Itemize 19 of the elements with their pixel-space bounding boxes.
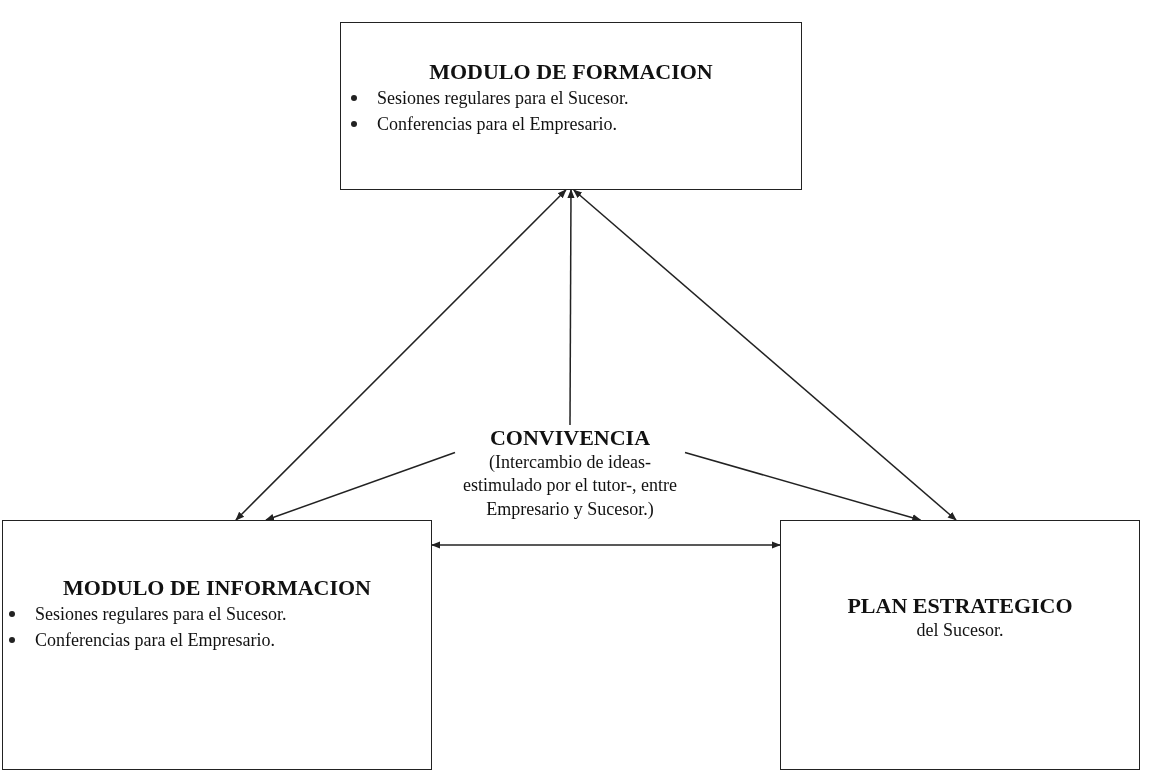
bullet-item: Sesiones regulares para el Sucesor. [351,85,629,112]
arrow [235,189,567,521]
box-heading: PLAN ESTRATEGICO [847,593,1073,619]
bullet-item: Conferencias para el Empresario. [351,111,617,138]
box-text: (Intercambio de ideas- estimulado por el tutor-, entre Empresario y Sucesor.) [461,451,679,521]
box-heading: MODULO DE FORMACION [429,59,713,85]
arrow [431,541,781,549]
bullet-item: Sesiones regulares para el Sucesor. [9,601,287,628]
arrow [567,189,575,426]
bullet-item: Conferencias para el Empresario. [9,627,275,654]
process-box [340,22,802,190]
arrow [265,451,456,521]
arrow [684,451,922,522]
arrow [573,189,957,521]
process-box [2,520,432,770]
process-box [780,520,1140,770]
box-heading: CONVIVENCIA [489,425,651,451]
box-text: del Sucesor. [916,619,1004,642]
box-heading: MODULO DE INFORMACION [63,575,371,601]
